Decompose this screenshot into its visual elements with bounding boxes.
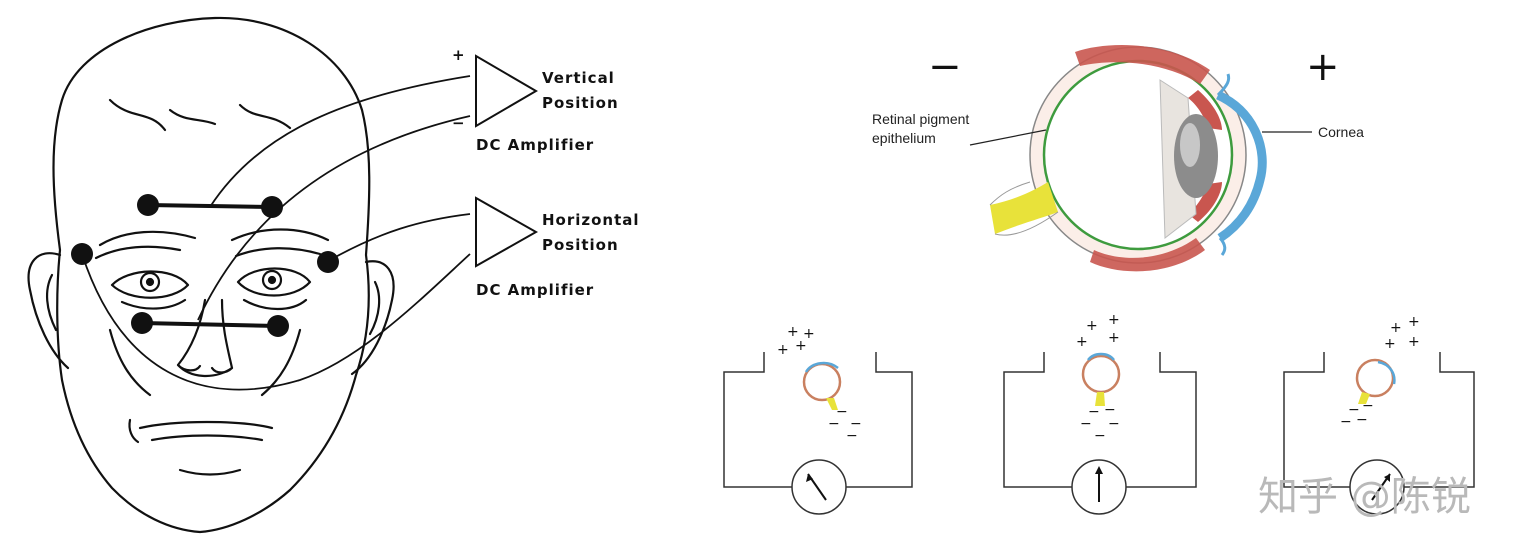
svg-text:+: +: [1086, 318, 1098, 334]
svg-text:+: +: [787, 324, 799, 340]
left-pupil: [139, 271, 161, 293]
right-brow: [230, 228, 330, 242]
amp-top-plus: +: [452, 46, 466, 64]
svg-text:+: +: [1108, 330, 1120, 346]
right-eye-lids: [236, 267, 312, 297]
label-rpe-1: Retinal pigment: [872, 111, 969, 127]
muscle-bottom: [1090, 238, 1205, 272]
svg-text:+: +: [1108, 312, 1120, 328]
svg-text:+: +: [1390, 320, 1402, 336]
svg-text:−: −: [836, 404, 848, 420]
circuit-right-gaze: + + + + − − − −: [1283, 314, 1475, 515]
electrode-wires: [81, 75, 471, 391]
mini-eye-3: [1355, 358, 1396, 404]
svg-text:−: −: [1080, 416, 1092, 432]
svg-text:−: −: [828, 416, 840, 432]
head-outline: [52, 16, 371, 534]
svg-text:+: +: [777, 342, 789, 358]
svg-text:+: +: [803, 326, 815, 342]
svg-text:+: +: [795, 338, 807, 354]
svg-text:−: −: [1356, 412, 1368, 428]
sign-positive: +: [1306, 44, 1340, 90]
mini-eye-2: [1081, 352, 1121, 406]
label-cornea: Cornea: [1318, 124, 1364, 140]
svg-text:+: +: [1076, 334, 1088, 350]
label-rpe-2: epithelium: [872, 130, 936, 146]
svg-text:−: −: [1362, 398, 1374, 414]
electrode-upper-left: [137, 194, 159, 216]
head-illustration: [27, 16, 395, 534]
muscle-top: [1075, 45, 1210, 84]
svg-text:−: −: [1088, 404, 1100, 420]
amp-top-label-1: Vertical: [542, 69, 615, 87]
electrodes: [71, 194, 339, 337]
optic-nerve: [990, 182, 1058, 234]
nose: [176, 298, 234, 377]
left-eye-lids: [110, 270, 190, 299]
svg-text:−: −: [850, 416, 862, 432]
amp-bottom-label-2: Position: [542, 236, 619, 254]
electrode-left-temple: [71, 243, 93, 265]
cornea: [1215, 90, 1267, 242]
amp-top-minus: −: [452, 114, 466, 132]
svg-text:+: +: [1408, 334, 1420, 350]
watermark: 知乎 @陈锐: [1258, 474, 1471, 520]
mouth: [138, 420, 274, 430]
vertical-amplifier: + − Vertical Position DC Amplifier: [452, 46, 619, 154]
svg-text:−: −: [1340, 414, 1352, 430]
right-ear: [350, 260, 395, 376]
svg-text:−: −: [846, 428, 858, 444]
amp-bottom-label-1: Horizontal: [542, 211, 640, 229]
electrode-lower-left: [131, 312, 153, 334]
mini-eye-1: [802, 361, 842, 410]
electrode-lower-right: [267, 315, 289, 337]
electrode-right-temple: [317, 251, 339, 273]
svg-text:+: +: [1384, 336, 1396, 352]
eye-cross-section: [969, 45, 1312, 272]
right-pupil: [261, 269, 283, 291]
circuit-left-gaze: + + + + − − − −: [723, 324, 913, 515]
svg-text:−: −: [1108, 416, 1120, 432]
horizontal-amplifier: Horizontal Position DC Amplifier: [475, 196, 640, 299]
left-brow: [98, 230, 197, 247]
svg-text:−: −: [1094, 428, 1106, 444]
svg-text:+: +: [1408, 314, 1420, 330]
electrode-upper-right: [261, 196, 283, 218]
sign-negative: −: [928, 44, 962, 90]
amp-top-label-2: Position: [542, 94, 619, 112]
circuit-center-gaze: + + + + − − − − −: [1003, 312, 1197, 515]
amp-bottom-caption: DC Amplifier: [476, 281, 594, 299]
amp-top-caption: DC Amplifier: [476, 136, 594, 154]
left-ear: [27, 252, 70, 370]
svg-text:−: −: [1348, 402, 1360, 418]
svg-text:−: −: [1104, 402, 1116, 418]
